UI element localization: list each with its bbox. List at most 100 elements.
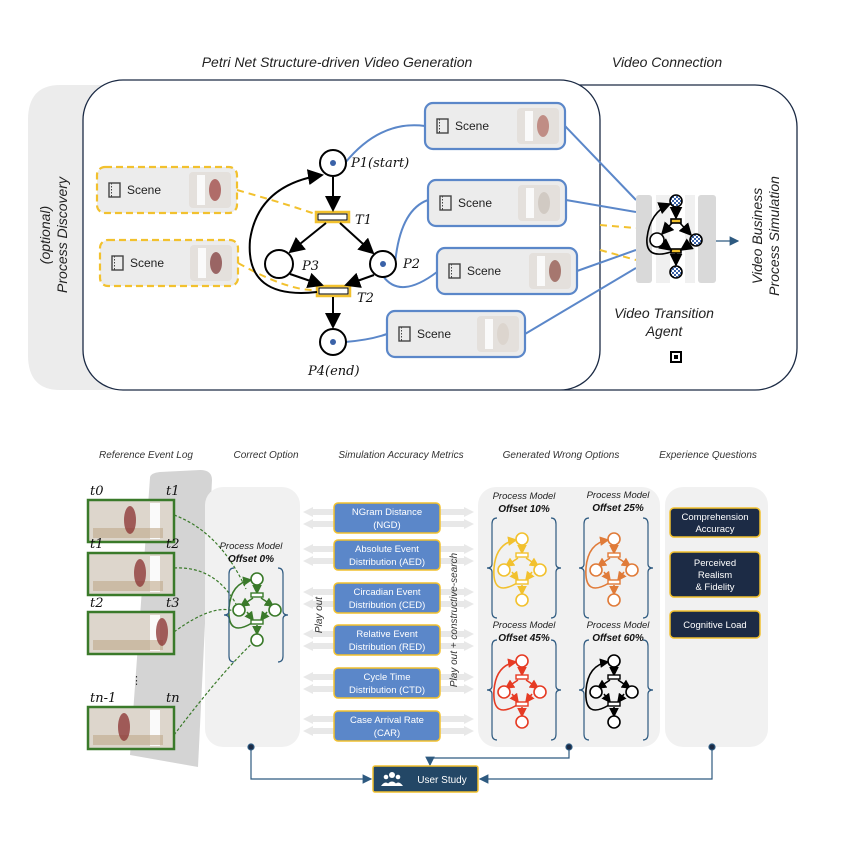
scene-thumbnail	[190, 245, 232, 281]
scene-card: Scene	[426, 178, 568, 228]
metric-name: Relative Event	[356, 629, 418, 640]
metric-subtitle: Distribution (CED)	[349, 600, 426, 611]
event-frame	[86, 610, 176, 656]
user-study-button[interactable]: User Study	[372, 765, 479, 793]
metric-name: Absolute Event	[355, 544, 419, 555]
header-experience: Experience Questions	[659, 450, 757, 461]
process-discovery-label-2: Process Discovery	[54, 176, 70, 293]
scene-thumbnail	[477, 316, 519, 352]
correct-option-panel	[205, 487, 300, 747]
scene-card: Scene	[95, 165, 239, 215]
frame-start-label: t1	[90, 537, 104, 552]
agent-label: Video Transition	[614, 305, 714, 321]
film-icon	[398, 326, 411, 342]
scene-label: Scene	[467, 264, 501, 278]
video-transition-agent	[636, 194, 740, 283]
header-metrics: Simulation Accuracy Metrics	[338, 450, 463, 461]
film-icon	[108, 182, 121, 198]
scene-card: Scene	[423, 101, 567, 151]
event-frame	[86, 498, 176, 544]
scene-thumbnail	[518, 185, 560, 221]
scene-thumbnail	[529, 253, 571, 289]
wrong-process-model	[578, 517, 654, 619]
offset-label: Offset 25%	[592, 503, 644, 514]
process-discovery-label: (optional)	[37, 206, 53, 264]
offset-label: Offset 60%	[592, 633, 644, 644]
metric-subtitle: Distribution (CTD)	[349, 685, 425, 696]
frame-end-label: t2	[166, 537, 180, 552]
frame-end-label: tn	[166, 691, 180, 706]
film-icon	[439, 195, 452, 211]
frame-end-label: t3	[166, 596, 180, 611]
header-correct-option: Correct Option	[233, 450, 298, 461]
event-frame	[86, 705, 176, 751]
play-out-search-label: Play out + constructive-search	[449, 552, 460, 687]
frame-end-label: t1	[166, 484, 180, 499]
header-reference-event-log: Reference Event Log	[99, 450, 193, 461]
process-model-label: Process Model	[493, 491, 557, 502]
user-study-label: User Study	[417, 775, 466, 786]
process-model-label: Process Model	[587, 490, 651, 501]
place-p3	[264, 249, 294, 279]
title-petri-net-generation: Petri Net Structure-driven Video Generat…	[202, 54, 473, 70]
question-label: & Fidelity	[695, 582, 734, 593]
frame-start-label: tn-1	[90, 691, 116, 706]
scene-card: Scene	[385, 309, 527, 359]
scene-card: Scene	[98, 238, 240, 288]
metric-subtitle: (CAR)	[374, 728, 400, 739]
label-p2: P2	[402, 257, 420, 272]
agent-label-2: Agent	[645, 323, 684, 339]
process-model-label: Process Model	[587, 620, 651, 631]
process-model-label: Process Model	[493, 620, 557, 631]
scene-label: Scene	[127, 183, 161, 197]
ellipsis: ⋮	[131, 675, 142, 687]
metric-box: NGram Distance(NGD)	[333, 502, 441, 534]
scene-card: Scene	[435, 246, 579, 296]
event-frame	[86, 551, 176, 597]
scene-label: Scene	[130, 256, 164, 270]
metric-name: Circadian Event	[353, 587, 420, 598]
metric-subtitle: (NGD)	[373, 520, 400, 531]
offset-label: Offset 0%	[228, 554, 274, 565]
experience-question: Cognitive Load	[669, 610, 761, 639]
output-label-2: Process Simulation	[766, 176, 782, 296]
main-petri-net	[248, 149, 397, 356]
question-label: Realism	[698, 570, 732, 581]
scene-label: Scene	[458, 196, 492, 210]
label-p4: P4(end)	[307, 364, 360, 379]
film-icon	[111, 255, 124, 271]
wrong-process-model	[578, 639, 654, 741]
frame-start-label: t2	[90, 596, 104, 611]
metric-name: Cycle Time	[364, 672, 411, 683]
metric-subtitle: Distribution (RED)	[349, 642, 426, 653]
header-wrong-options: Generated Wrong Options	[503, 450, 620, 461]
metric-subtitle: Distribution (AED)	[349, 557, 425, 568]
film-icon	[436, 118, 449, 134]
chip-icon	[670, 351, 682, 363]
label-t2: T2	[357, 291, 374, 306]
offset-label: Offset 45%	[498, 633, 550, 644]
question-label: Perceived	[694, 558, 736, 569]
metric-name: Case Arrival Rate	[350, 715, 424, 726]
output-label: Video Business	[749, 188, 765, 284]
question-label: Cognitive Load	[683, 620, 746, 631]
label-p3: P3	[301, 259, 319, 274]
users-icon	[381, 772, 403, 786]
correct-process-model	[223, 567, 289, 663]
title-video-connection: Video Connection	[612, 54, 722, 70]
scene-thumbnail	[517, 108, 559, 144]
frame-start-label: t0	[90, 484, 104, 499]
question-label: Comprehension	[681, 512, 748, 523]
label-p1: P1(start)	[350, 156, 409, 171]
question-label: Accuracy	[695, 524, 734, 535]
scene-thumbnail	[189, 172, 231, 208]
process-model-label: Process Model	[220, 541, 284, 552]
film-icon	[448, 263, 461, 279]
play-out-label: Play out	[314, 596, 325, 633]
